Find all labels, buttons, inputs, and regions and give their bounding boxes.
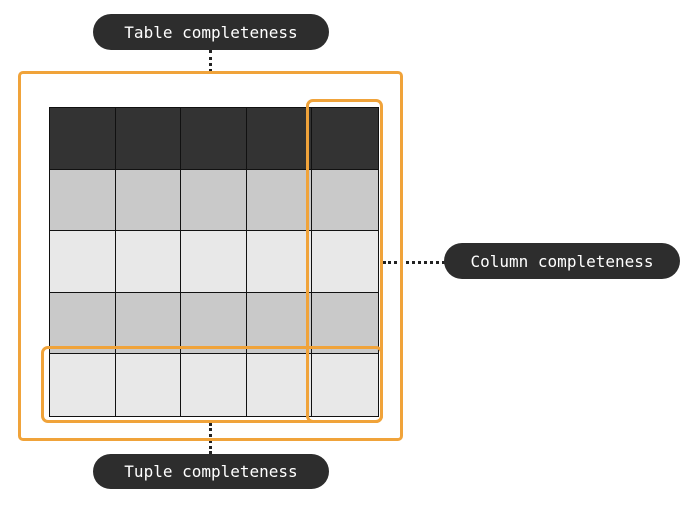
- table-completeness-label: Table completeness: [93, 14, 329, 50]
- table-cell: [246, 108, 313, 170]
- table-cell: [181, 169, 247, 232]
- table-cell: [50, 108, 116, 170]
- table-cell: [50, 354, 116, 416]
- tuple-connector: [209, 423, 212, 454]
- column-completeness-label: Column completeness: [444, 243, 680, 279]
- data-table-grid: [49, 107, 379, 417]
- table-connector: [209, 50, 212, 72]
- table-cell: [246, 354, 313, 416]
- table-cell: [312, 169, 378, 232]
- table-cell: [50, 169, 116, 232]
- column-connector: [383, 261, 445, 264]
- table-cell: [181, 231, 247, 293]
- table-cell: [115, 354, 182, 416]
- table-cell: [181, 354, 247, 416]
- table-cell: [115, 169, 182, 232]
- table-cell: [246, 292, 313, 355]
- table-cell: [312, 354, 378, 416]
- table-cell: [50, 231, 116, 293]
- table-cell: [115, 108, 182, 170]
- table-cell: [246, 169, 313, 232]
- table-cell: [312, 108, 378, 170]
- table-cell: [115, 231, 182, 293]
- table-cell: [181, 292, 247, 355]
- tuple-completeness-label: Tuple completeness: [93, 454, 329, 489]
- table-cell: [50, 292, 116, 355]
- table-cell: [312, 292, 378, 355]
- table-cell: [246, 231, 313, 293]
- table-cell: [115, 292, 182, 355]
- table-cell: [312, 231, 378, 293]
- table-cell: [181, 108, 247, 170]
